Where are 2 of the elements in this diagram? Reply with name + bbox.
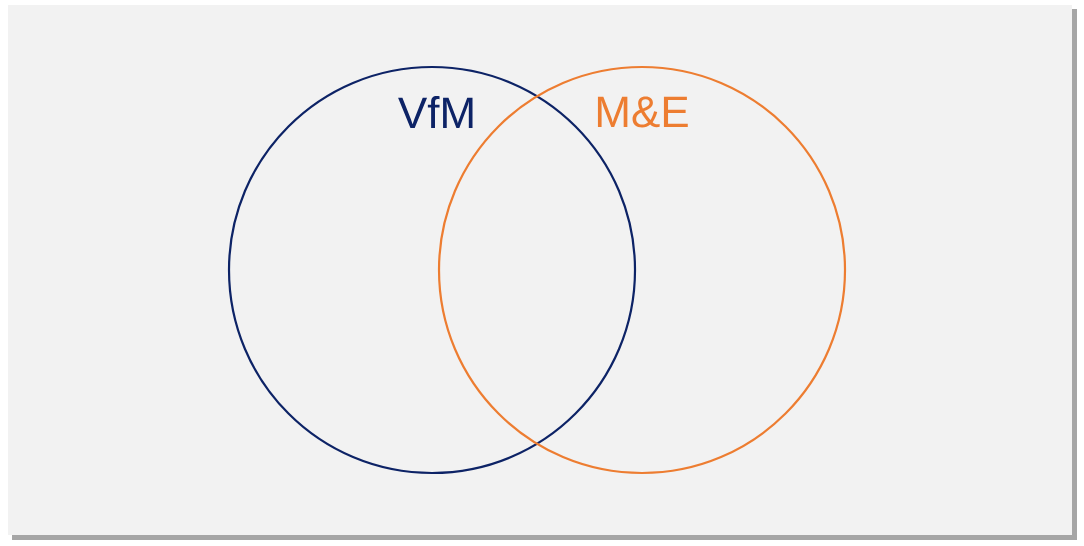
circle-label: VfM	[398, 96, 473, 128]
circle-label: M&E	[597, 96, 688, 128]
